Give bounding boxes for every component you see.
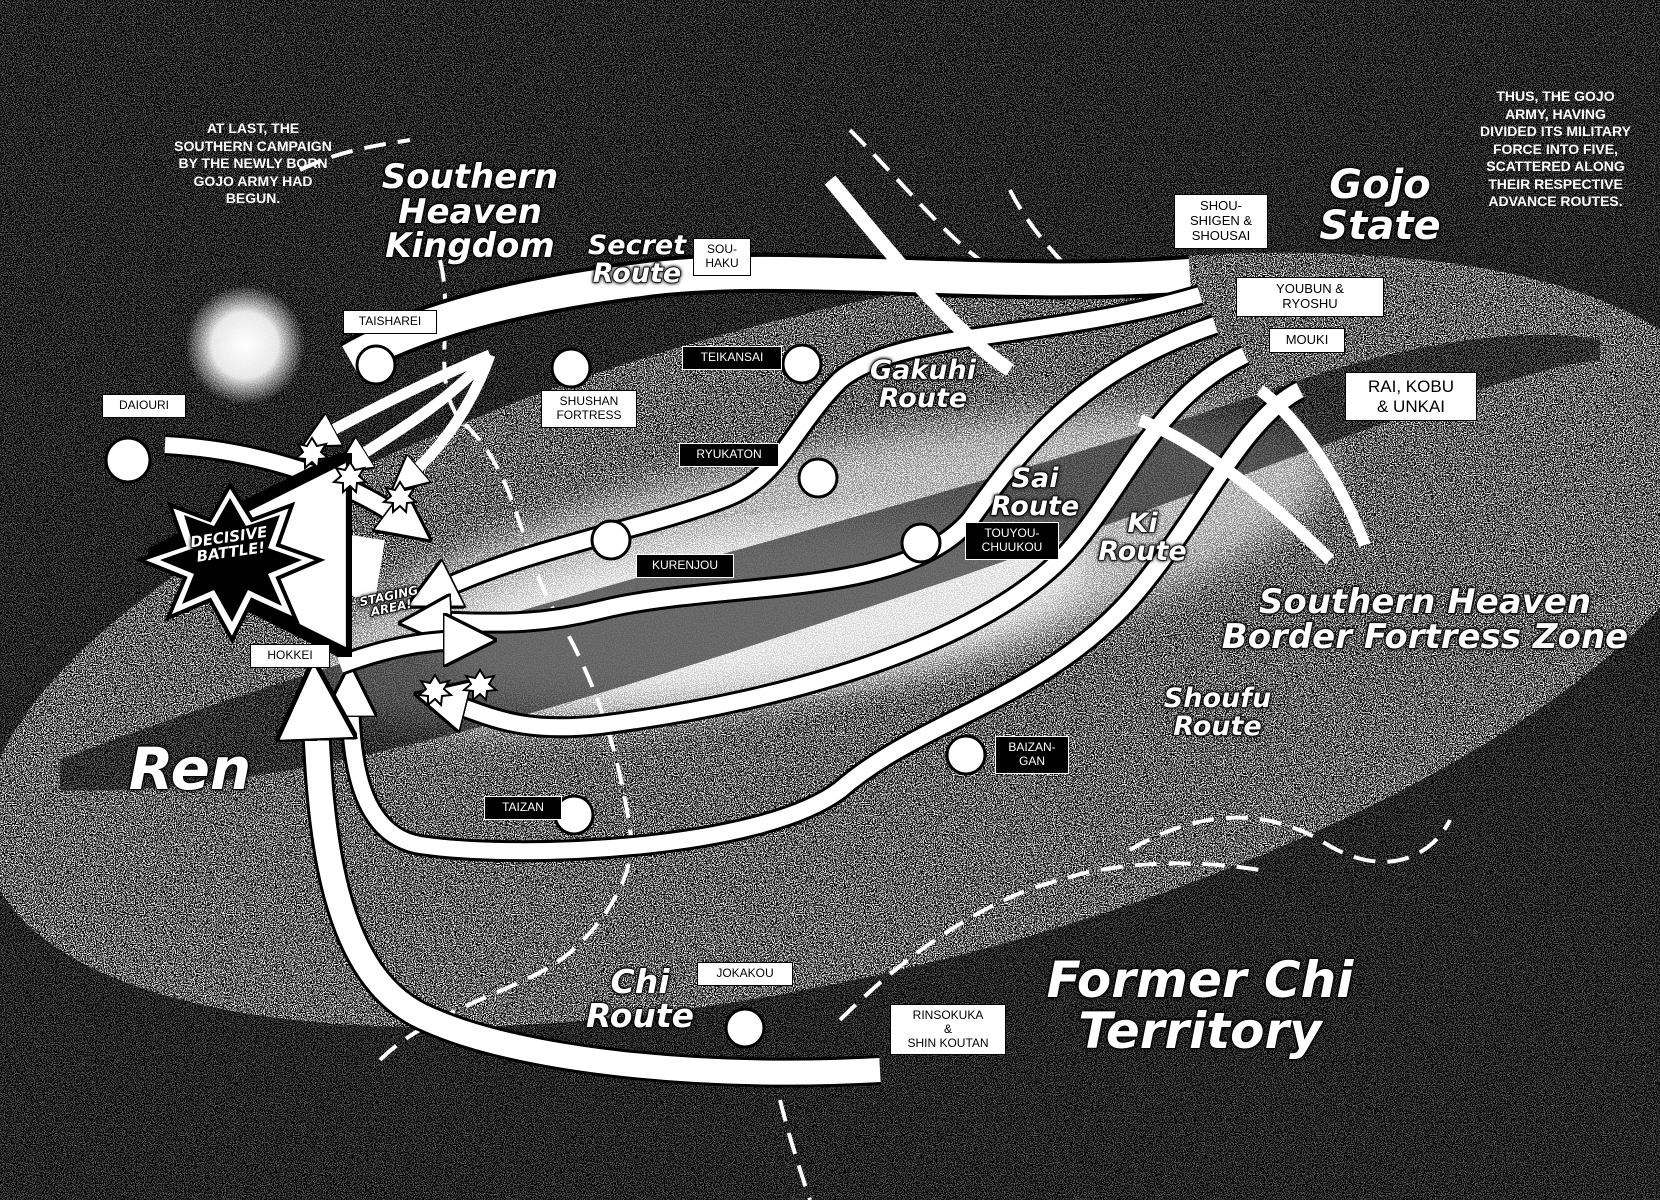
place-jokakou: JOKAKOU [697,962,793,986]
route-label-ki: Ki Route [1098,508,1188,567]
place-taizan: TAIZAN [484,796,562,820]
commander-rai: RAI, KOBU & UNKAI [1345,372,1477,422]
commander-mouki: MOUKI [1269,328,1345,353]
baizangan-marker [945,734,987,776]
route-label-shoufu: Shoufu Route [1163,683,1272,742]
route-label-gakuhi: Gakuhi Route [869,355,977,414]
taisharei-marker [355,344,397,386]
ryukaton-marker [797,457,839,499]
clash-markers [293,436,499,708]
place-souhaku: SOU- HAKU [693,238,751,276]
shushan-marker [550,347,592,389]
place-ryukaton: RYUKATON [679,443,779,467]
region-gojo-state: Gojo State [1319,162,1442,249]
route-arrows [165,175,1371,1088]
place-touyou-chuukou: TOUYOU- CHUUKOU [965,522,1059,560]
route-label-chi: Chi Route [585,962,695,1035]
gakuhi-route-path [430,284,1204,595]
place-daiouri: DAIOURI [102,394,186,418]
place-kurenjou: KURENJOU [636,554,734,578]
place-shushan-fortress: SHUSHAN FORTRESS [541,390,637,428]
place-baizangan: BAIZAN- GAN [995,736,1069,774]
region-southern-heaven-kingdom: Southern Heaven Kingdom [381,157,559,267]
commander-youbun: YOUBUN & RYOSHU [1236,277,1384,317]
teikansai-marker [781,343,823,385]
place-rinsokuka: RINSOKUKA & SHIN KOUTAN [890,1004,1006,1056]
daiouri-marker [104,436,152,484]
star-glow [185,285,305,405]
region-former-chi-territory: Former Chi Territory [1046,951,1354,1060]
secret-route-path [318,252,1192,480]
chi-route-path [315,700,881,1088]
region-ren: Ren [128,735,252,803]
route-label-secret: Secret Route [587,230,687,289]
touyou-marker [900,522,942,564]
place-hokkei: HOKKEI [250,644,330,668]
shoufu-route-path [350,380,1306,863]
kurenjou-marker [590,519,632,561]
sai-route-path [425,314,1219,623]
ki-route-path [440,345,1250,739]
outro-narration: Thus, the Gojo army, having divided its … [1480,88,1631,209]
fortress-markers [104,343,987,1049]
place-taisharei: TAISHAREI [343,310,437,334]
region-border-fortress-zone: Southern Heaven Border Fortress Zone [1221,582,1629,657]
commander-shoushigen: SHOU- SHIGEN & SHOUSAI [1174,194,1268,249]
place-teikansai: TEIKANSAI [682,346,782,370]
intro-narration: At last, the southern campaign by the ne… [174,120,332,206]
jokakou-marker [724,1007,766,1049]
route-label-sai: Sai Route [990,463,1080,522]
